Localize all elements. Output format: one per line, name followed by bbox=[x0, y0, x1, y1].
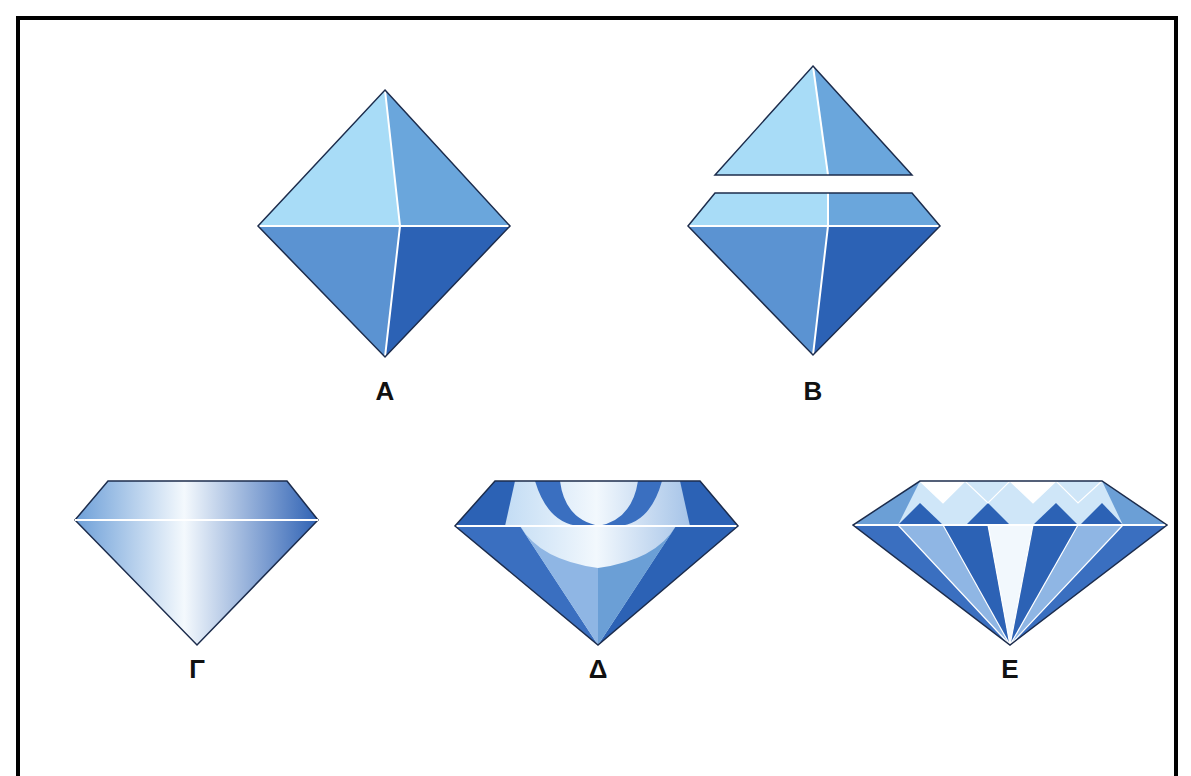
illustration-part bbox=[455, 481, 515, 526]
illustration-part bbox=[258, 226, 400, 357]
illustration-part bbox=[988, 525, 1010, 645]
illustration-part bbox=[258, 225, 510, 227]
illustration-part bbox=[598, 481, 662, 526]
illustration-part bbox=[75, 481, 318, 645]
illustration-part bbox=[688, 193, 828, 226]
illustration-part bbox=[75, 519, 318, 521]
illustration-part bbox=[258, 90, 400, 226]
illustration-part bbox=[1033, 503, 1078, 525]
illustration-part bbox=[920, 481, 1102, 503]
illustration-part bbox=[853, 481, 1167, 645]
illustration-part bbox=[853, 481, 1167, 645]
stage-letter: Β bbox=[804, 377, 823, 406]
illustration-part bbox=[898, 503, 943, 525]
illustration-part bbox=[813, 66, 828, 175]
blocked-diamond bbox=[455, 481, 738, 645]
sawn-crystal bbox=[688, 66, 940, 355]
illustration-part bbox=[920, 481, 965, 503]
illustration-part bbox=[680, 481, 738, 526]
illustration-part bbox=[598, 526, 676, 645]
illustration-part bbox=[1010, 525, 1033, 645]
bruted-diamond bbox=[75, 481, 318, 645]
illustration-part bbox=[828, 193, 940, 226]
stage-letter: Α bbox=[376, 377, 395, 406]
illustration-part bbox=[520, 526, 598, 645]
stage-letter: Δ bbox=[589, 655, 608, 684]
illustration-part bbox=[385, 90, 400, 357]
illustration-part bbox=[535, 481, 600, 526]
illustration-part bbox=[455, 481, 738, 645]
illustration-part bbox=[715, 66, 828, 175]
illustration-part bbox=[258, 90, 510, 357]
illustration-part bbox=[1010, 525, 1078, 645]
illustration-part bbox=[1010, 525, 1123, 645]
octahedron-crystal bbox=[258, 90, 510, 357]
illustration-part bbox=[688, 226, 828, 355]
illustration-part bbox=[715, 66, 912, 175]
illustration-part bbox=[1080, 503, 1123, 525]
illustration-part bbox=[455, 481, 738, 645]
illustration-part bbox=[688, 193, 940, 355]
stage-letter: Γ bbox=[189, 655, 205, 684]
illustration-part bbox=[898, 525, 1010, 645]
illustration-part bbox=[813, 193, 828, 355]
illustration-part bbox=[966, 503, 1010, 525]
illustration-part bbox=[853, 524, 1167, 526]
frame-border bbox=[18, 18, 1176, 776]
stage-letter: Ε bbox=[1001, 655, 1018, 684]
illustration-part bbox=[455, 525, 738, 527]
illustration-part bbox=[1010, 525, 1123, 645]
illustration-part bbox=[943, 525, 1010, 645]
brilliant-diamond bbox=[853, 481, 1167, 645]
illustration-part bbox=[688, 225, 940, 227]
illustration-part bbox=[1010, 481, 1056, 503]
